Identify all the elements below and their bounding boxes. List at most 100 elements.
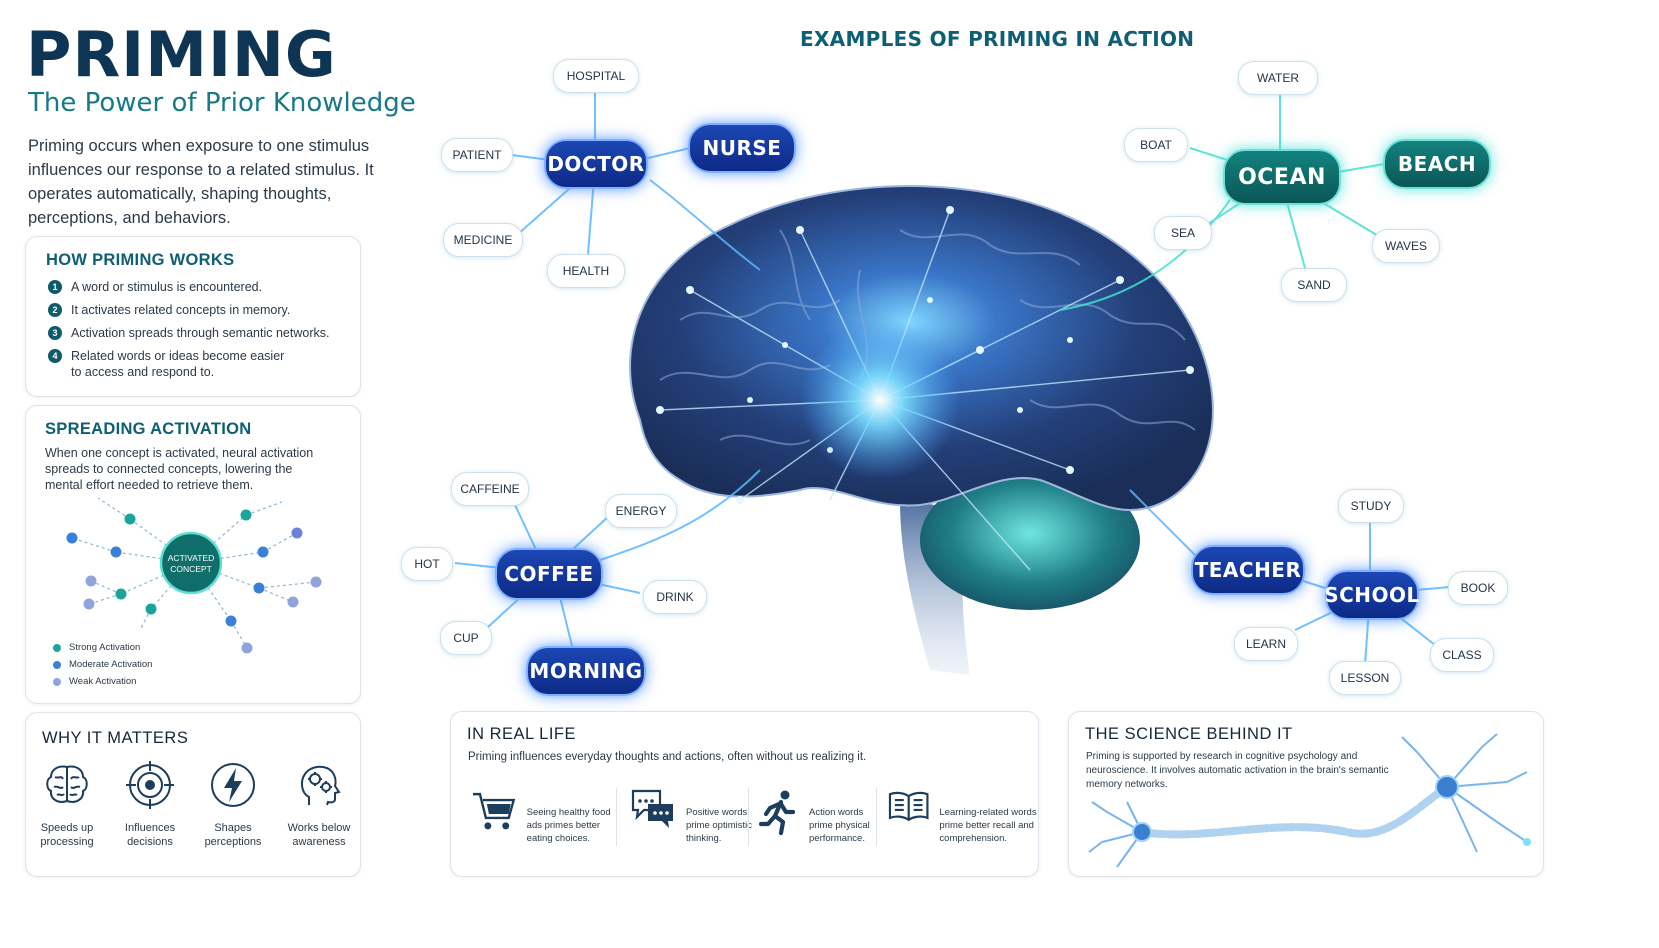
word-node-energy: ENERGY — [605, 494, 677, 528]
word-node-waves: WAVES — [1372, 229, 1440, 263]
step-text: Activation spreads through semantic netw… — [71, 326, 330, 340]
hub-node-doctor: DOCTOR — [544, 139, 648, 189]
word-node-medicine: MEDICINE — [443, 223, 523, 257]
page-subtitle: The Power of Prior Knowledge — [28, 88, 416, 118]
step-number-badge: 4 — [48, 349, 62, 363]
real-life-item-text: Positive words prime optimistic thinking… — [686, 807, 752, 844]
why-it-matters-heading: WHY IT MATTERS — [42, 729, 189, 747]
page-title: PRIMING — [26, 18, 337, 91]
word-node-study: STUDY — [1338, 489, 1404, 523]
open-book-icon — [888, 791, 929, 822]
brain-illustration — [629, 185, 1214, 675]
real-life-item-text: Learning-related words prime better reca… — [939, 807, 1037, 844]
brain-icon — [46, 765, 88, 803]
real-life-item-positive-words: Positive words prime optimistic thinking… — [630, 788, 770, 845]
hub-node-nurse: NURSE — [688, 123, 796, 173]
why-item-awareness: Works below awareness — [274, 759, 364, 849]
real-life-item-food: Seeing healthy food ads primes better ea… — [471, 790, 611, 845]
speech-bubbles-icon — [631, 789, 673, 828]
how-priming-works-card: HOW PRIMING WORKS 1 A word or stimulus is… — [25, 236, 361, 397]
neuron-illustration — [1088, 733, 1531, 868]
lightning-icon — [211, 763, 255, 807]
word-node-lesson: LESSON — [1329, 661, 1401, 695]
steps-list: 1 A word or stimulus is encountered. 2 It … — [48, 279, 348, 387]
word-node-caffeine: CAFFEINE — [451, 472, 529, 506]
activated-concept-label-line2: CONCEPT — [170, 564, 212, 574]
step-text: It activates related concepts in memory. — [71, 303, 291, 317]
step-text: A word or stimulus is encountered. — [71, 280, 263, 294]
why-item-perceptions: Shapes perceptions — [188, 759, 278, 849]
why-item-label-line1: Speeds up — [40, 822, 94, 834]
word-node-hot: HOT — [401, 547, 453, 581]
step-item: 4 Related words or ideas become easier to… — [48, 348, 348, 380]
why-item-label-line2: processing — [40, 836, 94, 848]
running-person-icon — [759, 790, 796, 836]
word-node-water: WATER — [1238, 61, 1318, 95]
word-node-health: HEALTH — [547, 254, 625, 288]
step-item: 1 A word or stimulus is encountered. — [48, 279, 348, 295]
why-item-label-line1: Shapes — [214, 822, 252, 834]
step-item: 2 It activates related concepts in memory… — [48, 302, 348, 318]
legend-label: Moderate Activation — [69, 659, 153, 670]
real-life-item-text: Action words prime physical performance. — [809, 807, 870, 844]
divider — [876, 788, 877, 846]
step-number-badge: 2 — [48, 303, 62, 317]
why-it-matters-card: WHY IT MATTERS Speeds up processing Infl… — [25, 712, 361, 877]
word-node-book: BOOK — [1448, 571, 1508, 605]
science-heading: THE SCIENCE BEHIND IT — [1085, 725, 1293, 743]
hub-node-school: SCHOOL — [1324, 570, 1419, 620]
how-priming-works-heading: HOW PRIMING WORKS — [46, 251, 235, 269]
hub-node-morning: MORNING — [526, 646, 646, 696]
activation-network-diagram: ACTIVATED CONCEPT — [66, 498, 322, 654]
word-node-hospital: HOSPITAL — [553, 59, 639, 93]
hub-node-ocean: OCEAN — [1223, 149, 1341, 205]
word-node-sea: SEA — [1154, 216, 1212, 250]
legend-dot-moderate — [53, 660, 61, 669]
in-real-life-heading: IN REAL LIFE — [467, 725, 577, 743]
intro-text: Priming occurs when exposure to one stim… — [28, 137, 374, 227]
divider — [748, 788, 749, 846]
word-node-patient: PATIENT — [441, 138, 513, 172]
step-text: Related words or ideas become easier to … — [71, 349, 285, 379]
legend-dot-weak — [53, 677, 61, 686]
real-life-item-learning-words: Learning-related words prime better reca… — [888, 790, 1038, 845]
activated-concept-label-line1: ACTIVATED — [168, 553, 214, 563]
word-node-boat: BOAT — [1124, 128, 1188, 162]
why-item-label-line1: Influences — [124, 822, 176, 834]
spreading-activation-heading: SPREADING ACTIVATION — [45, 420, 252, 438]
why-item-decisions: Influences decisions — [105, 759, 195, 849]
word-node-drink: DRINK — [643, 580, 707, 614]
step-number-badge: 3 — [48, 326, 62, 340]
word-node-class: CLASS — [1430, 638, 1494, 672]
spreading-activation-card: SPREADING ACTIVATION When one concept is… — [25, 405, 361, 704]
real-life-item-text: Seeing healthy food ads primes better ea… — [526, 807, 611, 844]
divider — [616, 788, 617, 846]
hub-node-coffee: COFFEE — [495, 548, 603, 600]
why-item-label-line2: decisions — [127, 836, 173, 848]
legend-item-weak: Weak Activation — [53, 673, 152, 690]
in-real-life-card: IN REAL LIFE Priming influences everyday… — [450, 711, 1039, 877]
head-gears-icon — [300, 765, 341, 806]
real-life-item-action-words: Action words prime physical performance. — [759, 790, 889, 845]
examples-heading: EXAMPLES OF PRIMING IN ACTION — [800, 27, 1195, 51]
why-item-label-line1: Works below — [287, 822, 351, 834]
legend-label: Weak Activation — [69, 676, 137, 687]
in-real-life-text: Priming influences everyday thoughts and… — [468, 751, 867, 763]
step-item: 3 Activation spreads through semantic net… — [48, 325, 348, 341]
legend-dot-strong — [53, 643, 61, 652]
word-node-sand: SAND — [1281, 268, 1347, 302]
why-item-label-line2: perceptions — [204, 836, 262, 848]
step-number-badge: 1 — [48, 280, 62, 294]
word-node-learn: LEARN — [1234, 627, 1298, 661]
target-icon — [126, 761, 174, 809]
legend-item-strong: Strong Activation — [53, 639, 152, 656]
spreading-activation-text: When one concept is activated, neural ac… — [45, 446, 314, 492]
legend-item-moderate: Moderate Activation — [53, 656, 152, 673]
why-item-label-line2: awareness — [292, 836, 346, 848]
hub-node-teacher: TEACHER — [1191, 545, 1305, 595]
word-node-cup: CUP — [440, 621, 492, 655]
shopping-cart-icon — [472, 792, 516, 830]
hub-node-beach: BEACH — [1383, 139, 1491, 189]
activation-legend: Strong Activation Moderate Activation We… — [53, 639, 152, 690]
science-text: Priming is supported by research in cogn… — [1086, 751, 1389, 790]
